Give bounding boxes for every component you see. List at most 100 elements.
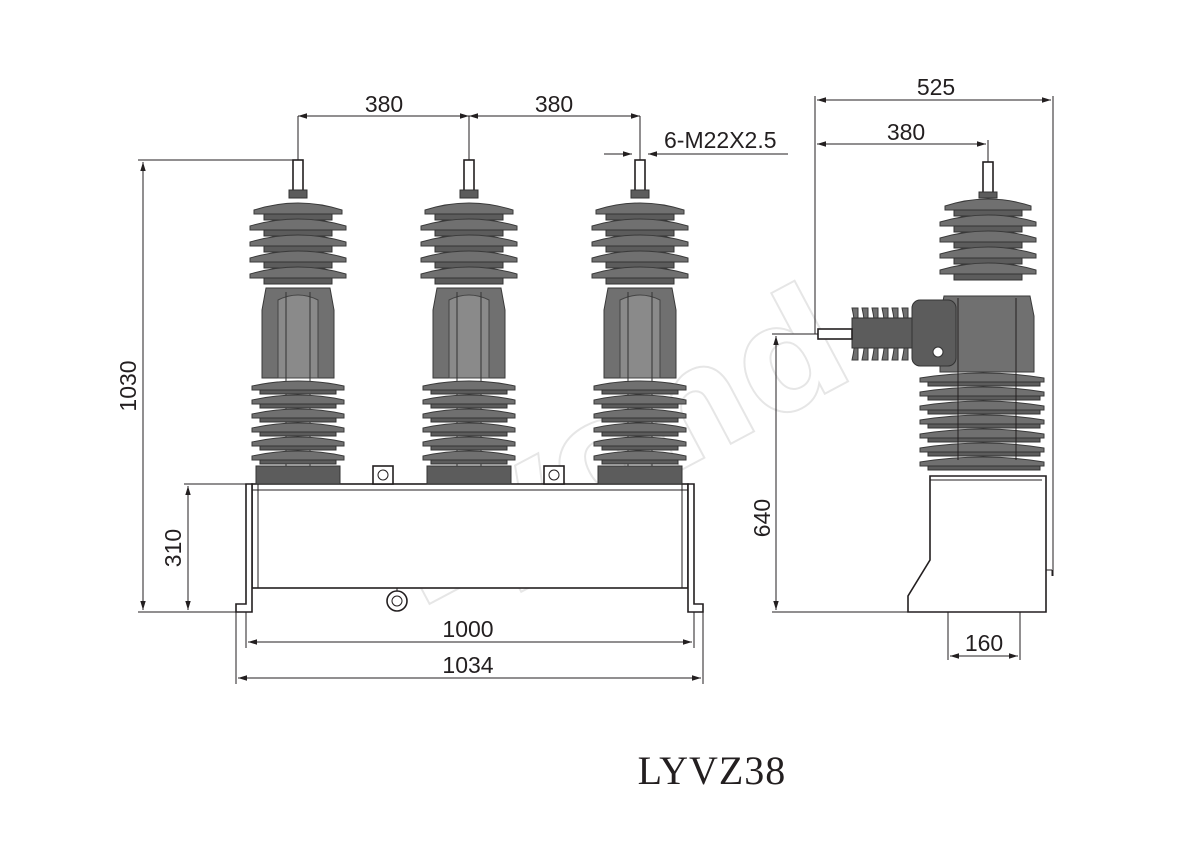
insulator-core	[601, 431, 679, 437]
total-height-label: 1030	[115, 360, 141, 411]
side-top-terminal	[982, 161, 994, 197]
insulator-core	[430, 417, 508, 423]
insulator-shed	[939, 214, 1037, 227]
insulator-core	[259, 403, 337, 409]
insulator-shed	[919, 442, 1045, 453]
base-box	[251, 483, 689, 589]
side-lower-insulator	[919, 372, 1045, 471]
insulator-core	[601, 403, 679, 409]
insulator-shed	[251, 394, 345, 405]
insulator-core	[927, 451, 1041, 457]
pole-flange	[597, 465, 683, 485]
body-highlight	[448, 294, 490, 379]
insulator-shed	[251, 380, 345, 391]
insulator-shed	[593, 380, 687, 391]
insulator-shed	[919, 400, 1045, 411]
insulator-shed	[593, 408, 687, 419]
insulator-shed	[591, 234, 689, 247]
insulator-core	[601, 389, 679, 395]
insulator-core	[601, 445, 679, 451]
insulator-shed	[249, 218, 347, 231]
pole-terminal	[634, 159, 646, 195]
insulator-core	[927, 381, 1041, 387]
insulator-shed	[919, 456, 1045, 467]
insulator-core	[259, 445, 337, 451]
insulator-shed	[593, 422, 687, 433]
pole-assembly	[249, 159, 347, 485]
insulator-core	[927, 409, 1041, 415]
insulator-core	[430, 431, 508, 437]
base-inner-width-label: 1000	[442, 616, 493, 642]
insulator-core	[263, 277, 333, 285]
insulator-shed	[420, 218, 518, 231]
left-bracket	[235, 483, 253, 613]
terminal-cap	[288, 189, 308, 199]
front-view: 380 380 6-M22X2.5 1030 310 1000 1034	[115, 91, 788, 684]
insulator-core	[601, 459, 679, 465]
pole-spacing-1-label: 380	[365, 91, 403, 117]
side-side-terminal	[817, 328, 853, 340]
insulator-shed	[919, 386, 1045, 397]
lifting-lug	[543, 465, 565, 485]
insulator-shed	[944, 198, 1032, 211]
insulator-core	[430, 459, 508, 465]
insulator-core	[430, 445, 508, 451]
insulator-core	[953, 273, 1023, 281]
insulator-shed	[251, 436, 345, 447]
insulator-shed	[593, 436, 687, 447]
insulator-shed	[919, 414, 1045, 425]
insulator-shed	[253, 202, 343, 215]
insulator-shed	[424, 202, 514, 215]
insulator-shed	[591, 250, 689, 263]
insulator-shed	[939, 246, 1037, 259]
side-base-housing	[907, 475, 1047, 613]
insulator-shed	[251, 408, 345, 419]
insulator-core	[927, 423, 1041, 429]
insulator-core	[259, 417, 337, 423]
model-name: LYVZ38	[638, 748, 787, 793]
pole-terminal	[463, 159, 475, 195]
insulator-core	[601, 417, 679, 423]
insulator-shed	[249, 250, 347, 263]
terminal-cap	[630, 189, 650, 199]
insulator-shed	[595, 202, 685, 215]
base-outer-width-label: 1034	[442, 652, 493, 678]
right-bracket	[687, 483, 704, 613]
insulator-core	[927, 395, 1041, 401]
insulator-core	[927, 437, 1041, 443]
operating-ring	[386, 590, 408, 612]
insulator-core	[430, 403, 508, 409]
insulator-shed	[422, 422, 516, 433]
insulator-shed	[422, 408, 516, 419]
body-highlight	[619, 294, 661, 379]
terminal-offset-label: 380	[887, 119, 925, 145]
insulator-shed	[422, 450, 516, 461]
insulator-shed	[251, 450, 345, 461]
terminal-height-label: 640	[749, 499, 775, 537]
insulator-shed	[249, 266, 347, 279]
overall-depth-label: 525	[917, 74, 955, 100]
lifting-lug	[372, 465, 394, 485]
side-bushing-joint	[911, 299, 957, 367]
thread-spec-label: 6-M22X2.5	[664, 127, 777, 153]
insulator-shed	[591, 266, 689, 279]
base-height-label: 310	[160, 529, 186, 567]
horizontal-core	[851, 317, 913, 349]
insulator-shed	[251, 422, 345, 433]
side-view: 525 380 640 160	[749, 74, 1054, 660]
pole-assembly	[591, 159, 689, 485]
insulator-shed	[422, 380, 516, 391]
insulator-shed	[249, 234, 347, 247]
body-highlight	[277, 294, 319, 379]
insulator-core	[605, 277, 675, 285]
insulator-shed	[593, 450, 687, 461]
pole-flange	[426, 465, 512, 485]
insulator-core	[259, 389, 337, 395]
insulator-shed	[422, 436, 516, 447]
insulator-shed	[593, 394, 687, 405]
insulator-core	[434, 277, 504, 285]
insulator-shed	[939, 230, 1037, 243]
insulator-shed	[919, 372, 1045, 383]
